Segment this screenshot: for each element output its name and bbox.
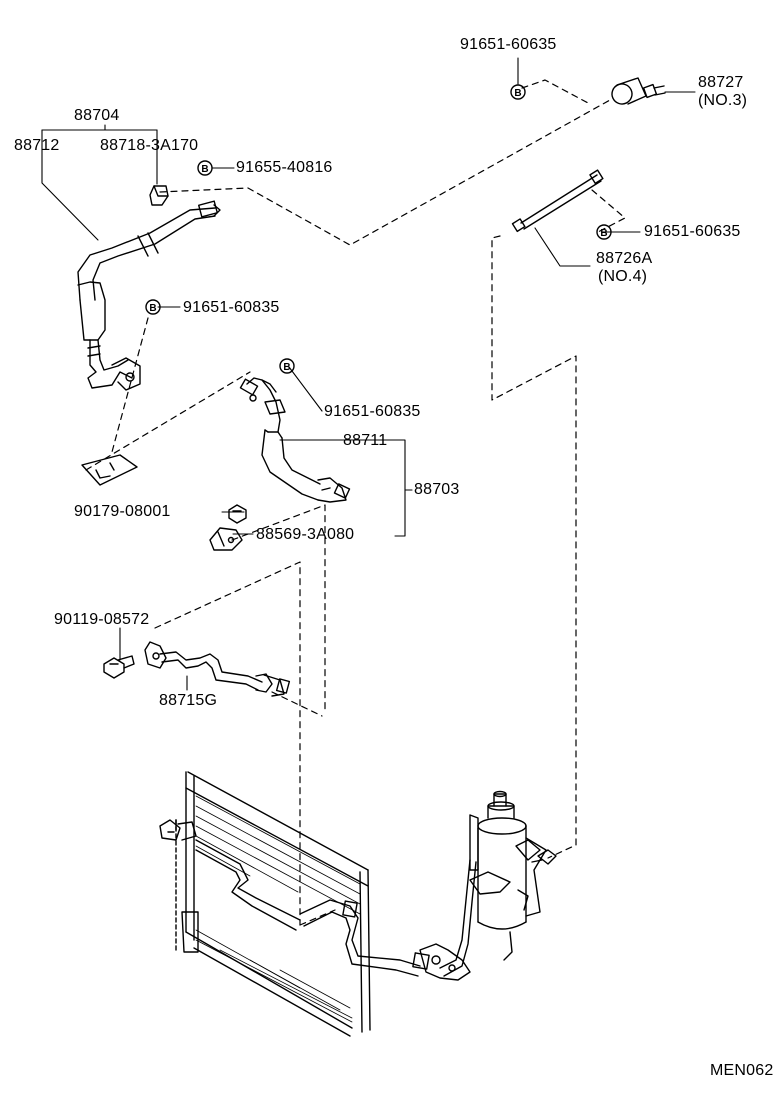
b-marker-icon [279,358,295,374]
bolt-markers [145,84,612,374]
svg-text:B: B [283,362,290,373]
svg-text:B: B [201,164,208,175]
svg-text:B: B [600,228,607,239]
condenser [159,771,430,1037]
part-note-label: (NO.4) [598,268,648,285]
bolt-90119 [103,655,135,679]
dashed-guide-lines [85,79,626,926]
part-number-label: 88711 [343,432,388,449]
discharge-hose-88712 [77,200,221,391]
bolt-marker-letters: B B B B B [149,88,607,373]
svg-text:B: B [514,88,521,99]
part-number-label: 88715G [159,692,218,709]
leader-lines [41,57,696,691]
tube-88726a [511,169,604,233]
svg-text:B: B [149,303,156,314]
part-number-label: 91651-60835 [183,299,280,316]
part-number-label: 88727 [698,74,744,91]
part-number-label: 88726A [596,250,653,267]
part-number-label: 88712 [14,137,60,154]
flange-plate [81,454,138,486]
part-note-label: (NO.3) [698,92,748,109]
clamp-88718 [149,185,169,206]
part-number-label: 88569-3A080 [256,526,355,543]
part-number-label: 91651-60635 [460,36,557,53]
b-marker-icon [510,84,526,100]
part-number-label: 91651-60835 [324,403,421,420]
part-number-label: 90119-08572 [54,611,150,628]
suction-hose-88711 [239,377,351,503]
pressure-switch-fitting [611,77,666,105]
receiver-dryer [419,790,557,981]
part-number-label: 88703 [414,481,460,498]
b-marker-icon [596,224,612,240]
clamp-88569 [209,527,243,551]
part-number-label: 90179-08001 [74,503,171,520]
liquid-tube-88715g [144,641,291,697]
part-number-label: 91655-40816 [236,159,333,176]
drawing-code: MEN062 [710,1062,774,1079]
b-marker-icon [145,299,161,315]
grommet-90179 [228,504,247,524]
part-number-label: 88718-3A170 [100,137,199,154]
part-number-label: 91651-60635 [644,223,741,240]
part-number-label: 88704 [74,107,120,124]
b-marker-icon [197,160,213,176]
